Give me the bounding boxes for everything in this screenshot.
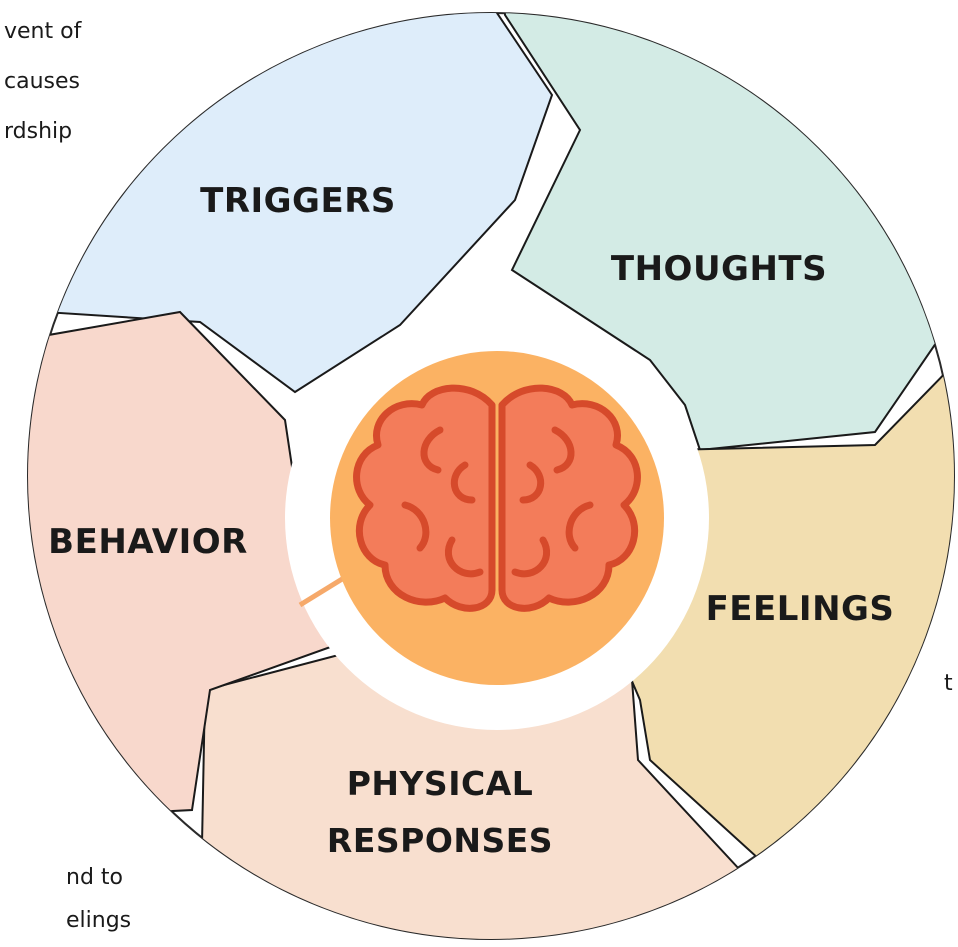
segment-behavior [28,310,352,822]
label-triggers: TRIGGERS [200,181,396,221]
fragment-bottom-left-2: elings [66,908,132,933]
fragment-bottom-left-1: nd to [66,865,123,890]
label-responses: RESPONSES [327,821,553,860]
fragment-top-left-3: rdship [4,119,73,144]
brain-icon [353,384,641,612]
fragment-right: t [944,671,953,696]
label-thoughts: THOUGHTS [611,249,827,289]
fragment-top-left-1: vent of [4,19,82,44]
fragment-top-left-2: causes [4,69,80,94]
label-behavior: BEHAVIOR [48,522,248,562]
label-physical: PHYSICAL [347,764,534,803]
label-feelings: FEELINGS [706,589,895,629]
